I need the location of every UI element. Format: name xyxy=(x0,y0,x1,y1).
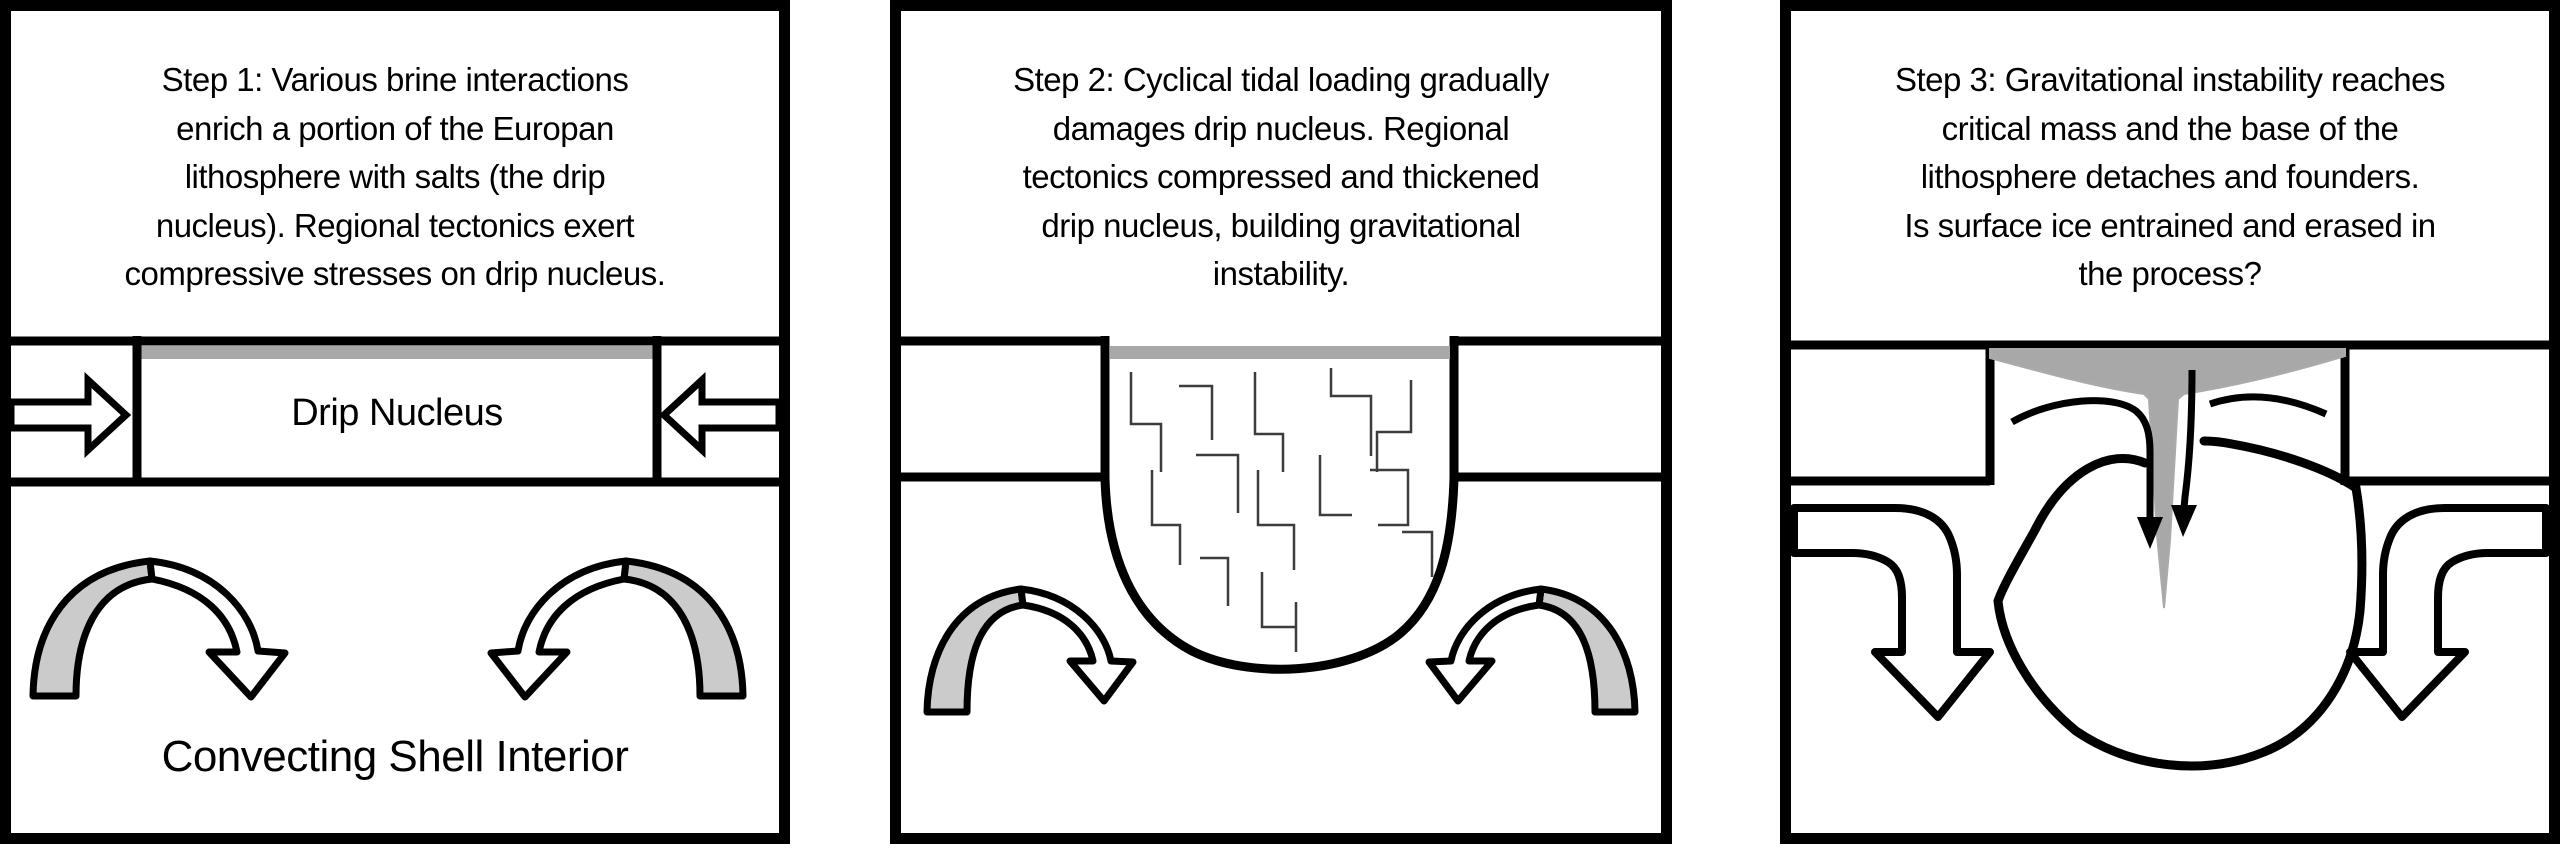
elbow-arrow-left-icon xyxy=(1790,504,1994,721)
convection-arrow-right-icon xyxy=(1425,585,1639,716)
tidal-cracks xyxy=(1129,368,1434,652)
downwelling-arrow-left-icon xyxy=(2010,397,2163,549)
elbow-arrow-right-icon xyxy=(2346,504,2550,721)
panel-step-3: Step 3: Gravitational instability reache… xyxy=(1780,0,2560,849)
foundering-drip-blob xyxy=(1993,436,2367,771)
convection-arrow-right-icon xyxy=(487,557,747,701)
step-1-drawing xyxy=(0,0,790,844)
step-2-caption: Step 2: Cyclical tidal loading gradually… xyxy=(1013,61,1549,292)
step-3-drawing xyxy=(1780,0,2560,844)
downwelling-arrow-right-icon xyxy=(2171,369,2197,537)
step-2-drawing xyxy=(890,0,1672,844)
panel-border xyxy=(1780,0,2560,844)
panel-step-1: Step 1: Various brine interactions enric… xyxy=(0,0,790,849)
panel-border xyxy=(890,0,1672,844)
compression-arrow-left-icon xyxy=(658,372,783,458)
drip-nucleus-blob xyxy=(1100,336,1459,674)
salt-strip xyxy=(141,346,653,359)
step-1-caption: Step 1: Various brine interactions enric… xyxy=(124,61,666,292)
convecting-shell-interior-label: Convecting Shell Interior xyxy=(161,732,629,781)
flow-line-icon xyxy=(2208,393,2328,418)
drip-nucleus-label: Drip Nucleus xyxy=(291,392,503,434)
entrained-ice-funnel xyxy=(1989,348,2346,609)
compression-arrow-right-icon xyxy=(7,372,132,458)
convection-arrow-left-icon xyxy=(29,557,289,701)
panel-step-2: Step 2: Cyclical tidal loading gradually… xyxy=(890,0,1672,849)
salt-strip xyxy=(1110,346,1450,359)
step-3-caption: Step 3: Gravitational instability reache… xyxy=(1895,61,2445,292)
convection-arrow-left-icon xyxy=(923,585,1137,716)
panel-border xyxy=(0,0,790,844)
